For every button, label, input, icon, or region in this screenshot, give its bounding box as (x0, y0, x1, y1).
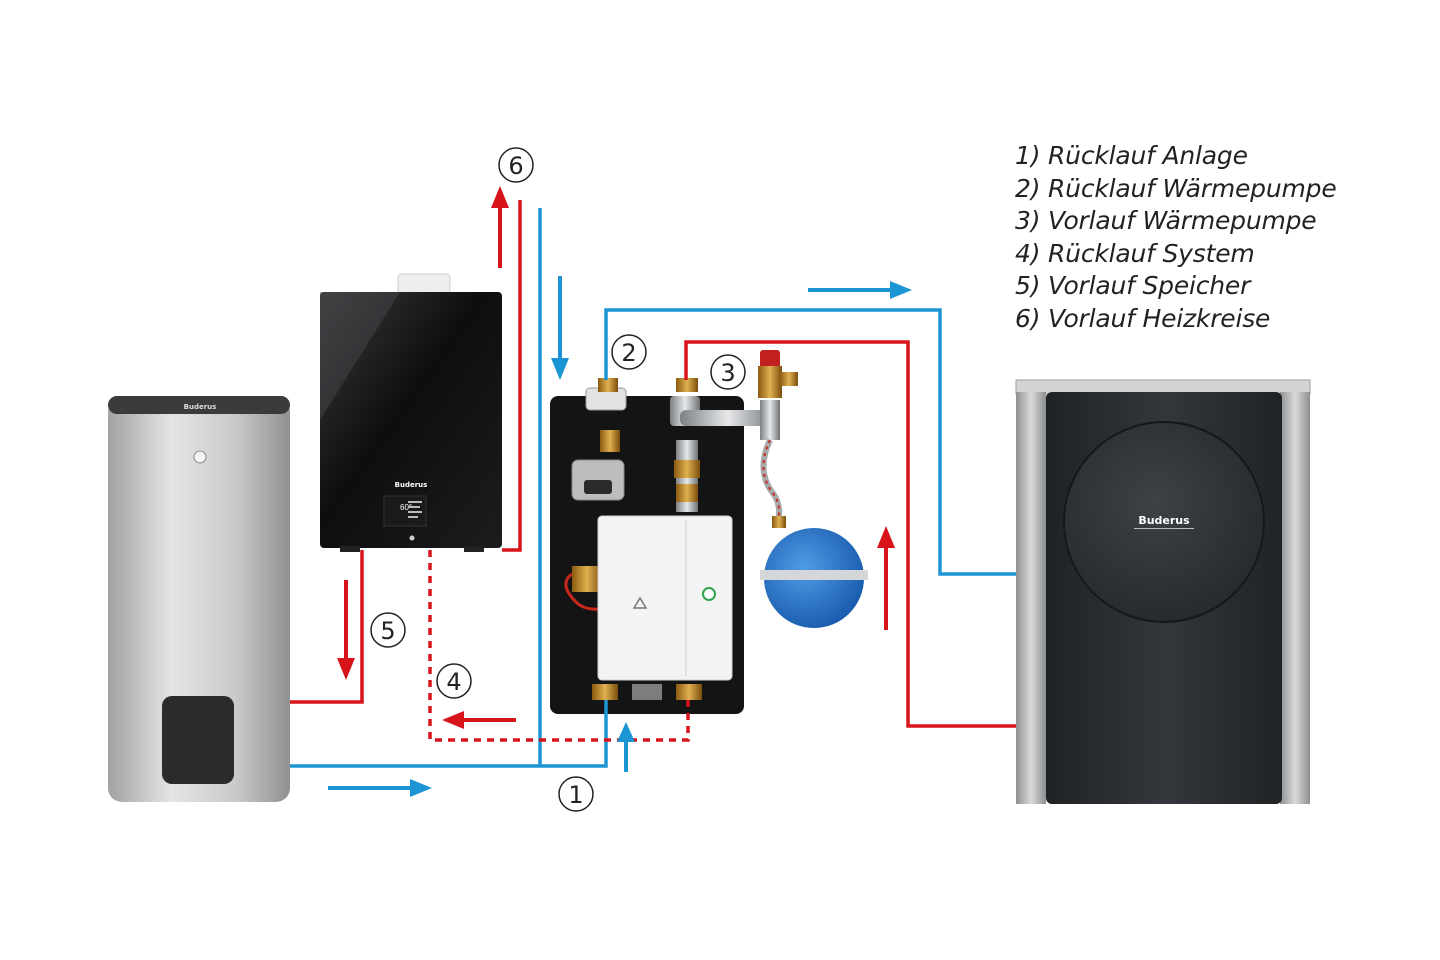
module-fitting-4 (676, 684, 702, 700)
module-fitting (674, 460, 700, 478)
arrow-head (337, 658, 355, 680)
arrow-head (890, 281, 912, 299)
boiler-display-value: 60° (400, 503, 412, 512)
boiler-body (320, 292, 502, 548)
callout-5-label: 5 (380, 617, 395, 645)
legend-item-6: 6) Vorlauf Heizkreise (1015, 303, 1271, 333)
callout-2: 2 (611, 334, 647, 370)
boiler-connector (340, 546, 360, 552)
arrow-head (877, 526, 895, 548)
heat-pump-fan-cover (1063, 421, 1265, 623)
tank-insulation-cover (162, 696, 234, 784)
heat-pump-brand-label: Buderus (1138, 514, 1190, 527)
legend: 1) Rücklauf Anlage 2) Rücklauf Wärmepump… (1015, 140, 1337, 335)
boiler-display-line (408, 511, 422, 513)
safety-valve-stem (760, 400, 780, 440)
arrow-head (551, 358, 569, 380)
heat-pump-unit: Buderus (1015, 379, 1311, 804)
legend-item-4: 4) Rücklauf System (1015, 238, 1255, 268)
module-fitting-3 (676, 378, 698, 392)
flow-arrows (328, 186, 912, 797)
module-fitting-2 (598, 378, 618, 392)
storage-tank: Buderus (108, 396, 290, 802)
triangle-logo-icon (632, 596, 648, 609)
boiler-brand-label: Buderus (395, 481, 428, 489)
tank-brand-label: Buderus (184, 403, 217, 411)
legend-item-1: 1) Rücklauf Anlage (1015, 141, 1248, 170)
vessel-band (760, 570, 868, 580)
legend-item-3: 3) Vorlauf Wärmepumpe (1015, 206, 1317, 235)
boiler-display-line (408, 506, 420, 508)
arrow-head (442, 711, 464, 729)
boiler-connector (464, 546, 484, 552)
legend-item-2: 2) Rücklauf Wärmepumpe (1015, 173, 1337, 203)
boiler-display-line (408, 516, 418, 518)
pipe-ruecklauf-system (428, 550, 690, 742)
module-sensor-cable (564, 572, 607, 611)
heat-pump-brand-underline (1134, 528, 1194, 529)
safety-valve-body (758, 366, 782, 398)
module-pump-head (584, 480, 612, 494)
arrow-head (491, 186, 509, 208)
callout-2-label: 2 (621, 339, 636, 367)
callouts: 1 2 3 4 5 6 (370, 147, 746, 812)
status-led-icon (702, 587, 716, 601)
vessel-connector (772, 516, 786, 528)
pipe-ruecklauf-waermepumpe (604, 308, 1016, 576)
tank-lid (108, 396, 290, 414)
boiler-reflection (320, 292, 400, 420)
callout-3: 3 (710, 354, 746, 390)
module-fitting (600, 430, 620, 452)
heat-pump-side-right (1280, 392, 1310, 804)
arrow-head (410, 779, 432, 797)
arrow-head (617, 722, 635, 742)
module-bottom-connector (632, 684, 662, 700)
safety-valve-outlet (780, 372, 798, 386)
callout-1-label: 1 (568, 781, 583, 809)
callout-6: 6 (498, 147, 534, 183)
callout-3-label: 3 (720, 359, 735, 387)
callout-5: 5 (370, 612, 406, 648)
module-control-housing (597, 515, 733, 681)
tank-thermometer-icon (193, 450, 207, 464)
heat-pump-top (1015, 379, 1311, 395)
pipe-network (290, 200, 1016, 768)
legend-item-5: 5) Vorlauf Speicher (1015, 271, 1251, 300)
hydraulic-module (550, 378, 776, 714)
boiler-display-line (408, 501, 422, 503)
heat-pump-side-left (1016, 392, 1046, 804)
callout-6-label: 6 (508, 152, 523, 180)
pipe-vorlauf-waermepumpe (684, 340, 1016, 728)
power-icon (409, 535, 415, 541)
module-crossover-pipe (680, 410, 776, 426)
module-fitting-1 (592, 684, 618, 700)
module-fitting (676, 484, 698, 502)
callout-4: 4 (436, 663, 472, 699)
module-mixing-valve (572, 566, 602, 592)
safety-group (758, 350, 868, 628)
tank-body (108, 398, 290, 802)
gas-boiler: Buderus 60° (320, 273, 502, 552)
safety-valve-cap (760, 350, 780, 368)
flex-hose (760, 438, 783, 523)
pipe-vorlauf-heizkreise (502, 200, 522, 552)
callout-1: 1 (558, 776, 594, 812)
pipe-ruecklauf-anlage (290, 700, 608, 768)
boiler-flue (397, 273, 451, 295)
pipe-vorlauf-speicher (290, 550, 364, 704)
callout-4-label: 4 (446, 668, 461, 696)
